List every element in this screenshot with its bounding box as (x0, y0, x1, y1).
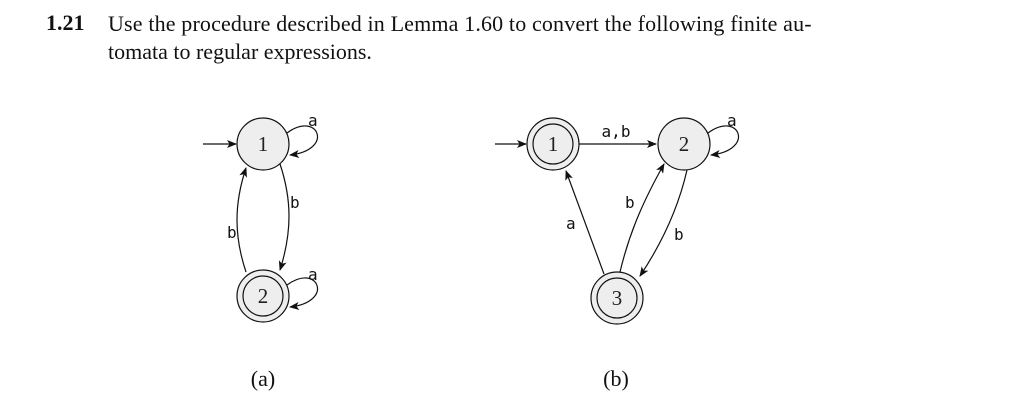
problem-text-line-1: Use the procedure described in Lemma 1.6… (108, 11, 812, 36)
automaton-a: 1 a b b 2 a (a) (203, 111, 319, 391)
b-loop-2-label: a (727, 111, 737, 130)
a-loop-1-label: a (308, 111, 318, 130)
automaton-b: 1 a,b 2 a b b a 3 (b) (495, 111, 740, 391)
b-state-2-label: 2 (679, 132, 690, 156)
b-edge-3-2 (619, 163, 665, 273)
a-state-1-label: 1 (258, 132, 269, 156)
b-loop-2 (707, 125, 740, 158)
b-edge-3-1 (565, 170, 605, 275)
problem-number: 1.21 (46, 10, 85, 35)
a-state-2: 2 (236, 269, 290, 323)
problem-statement: Use the procedure described in Lemma 1.6… (108, 10, 908, 66)
b-edge-3-2-label: b (625, 193, 635, 212)
a-state-1: 1 (236, 117, 290, 171)
b-edge-2-3 (639, 169, 688, 277)
b-state-2: 2 (657, 117, 711, 171)
b-edge-3-1-label: a (566, 214, 576, 233)
b-state-1: 1 (526, 117, 580, 171)
a-edge-1-2-label: b (290, 193, 300, 212)
b-edge-2-3-label: b (674, 225, 684, 244)
b-state-3: 3 (590, 271, 644, 325)
a-loop-1 (286, 125, 319, 158)
b-edge-1-2-label: a,b (602, 122, 631, 141)
a-edge-2-1-label: b (227, 223, 237, 242)
a-state-2-label: 2 (258, 284, 269, 308)
b-caption: (b) (603, 366, 629, 391)
a-loop-2-label: a (308, 265, 318, 284)
a-loop-2 (286, 277, 319, 310)
a-edge-2-1 (236, 167, 247, 273)
problem-text-line-2: tomata to regular expressions. (108, 39, 372, 64)
b-state-1-label: 1 (548, 132, 559, 156)
b-state-3-label: 3 (612, 286, 623, 310)
a-caption: (a) (251, 366, 275, 391)
a-edge-1-2 (278, 163, 290, 271)
